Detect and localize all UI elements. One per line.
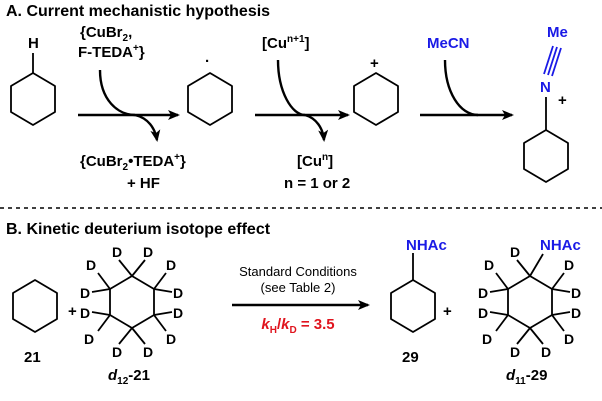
curved-arrow-out-2 xyxy=(304,113,329,142)
cyclohexyl-radical-ring xyxy=(187,72,233,126)
deuterium-3: D xyxy=(166,257,176,273)
d11-deuterium-3: D xyxy=(571,285,581,301)
d12-cyclohexane xyxy=(91,259,173,345)
curved-arrow-in-3 xyxy=(443,59,479,117)
condition-line-1: Standard Conditions xyxy=(239,264,357,279)
hydrogen-atom: H xyxy=(28,35,39,52)
nhac-group-29: NHAc xyxy=(406,237,447,254)
deuterium-9: D xyxy=(84,331,94,347)
compound-d12-21-label: d12-21 xyxy=(108,367,150,387)
cyclohexane-21-ring xyxy=(12,279,58,333)
d11-deuterium-1: D xyxy=(510,244,520,260)
d11-cyclohexane xyxy=(489,259,571,345)
deuterium-10: D xyxy=(80,305,90,321)
d11-deuterium-9: D xyxy=(478,305,488,321)
nitrilium-charge: + xyxy=(558,92,567,109)
deuterium-12: D xyxy=(86,257,96,273)
oxidant-cu: [Cun+1] xyxy=(262,34,310,52)
deuterium-11: D xyxy=(80,285,90,301)
n-values: n = 1 or 2 xyxy=(284,175,350,192)
deuterium-5: D xyxy=(173,305,183,321)
nhac-group-d11-29: NHAc xyxy=(540,237,581,254)
radical-dot: · xyxy=(205,53,210,70)
triple-bond-1 xyxy=(543,45,554,75)
curved-arrow-out-1 xyxy=(134,113,161,142)
d11-deuterium-8: D xyxy=(482,331,492,347)
section-a-title: A. Current mechanistic hypothesis xyxy=(6,3,270,20)
nucleophile-mecn: MeCN xyxy=(427,35,470,52)
deuterium-2: D xyxy=(143,244,153,260)
compound-d11-29-label: d11-29 xyxy=(506,367,547,387)
curved-arrow-in-2 xyxy=(276,59,306,117)
methyl-group: Me xyxy=(547,24,568,41)
cyclohexane-ring xyxy=(10,72,56,126)
compound-21-label: 21 xyxy=(24,349,41,366)
plus-sign-1: + xyxy=(68,303,77,320)
plus-sign-2: + xyxy=(443,303,452,320)
nitrogen-atom: N xyxy=(540,79,551,96)
d11-deuterium-4: D xyxy=(571,305,581,321)
d11-deuterium-5: D xyxy=(564,331,574,347)
kie-value: kH/kD = 3.5 xyxy=(261,316,334,336)
c-n-bond-d11 xyxy=(529,253,544,277)
condition-line-2: (see Table 2) xyxy=(261,280,336,295)
reagent-fteda: F-TEDA+} xyxy=(78,43,145,61)
deuterium-6: D xyxy=(166,331,176,347)
deuterium-7: D xyxy=(143,344,153,360)
cyclohexyl-cation-ring xyxy=(353,72,399,126)
cation-charge: + xyxy=(370,55,379,72)
deuterium-4: D xyxy=(173,285,183,301)
deuterium-8: D xyxy=(112,344,122,360)
d11-deuterium-7: D xyxy=(510,344,520,360)
triple-bond-2 xyxy=(547,46,558,76)
compound-29-label: 29 xyxy=(402,349,419,366)
d11-deuterium-10: D xyxy=(478,285,488,301)
byproduct-cubr2-teda: {CuBr2•TEDA+} xyxy=(80,152,186,173)
triple-bond-3 xyxy=(551,47,562,77)
d11-deuterium-6: D xyxy=(541,344,551,360)
reduced-cu: [Cun] xyxy=(297,152,333,170)
d11-deuterium-2: D xyxy=(564,257,574,273)
curved-arrow-in-1 xyxy=(98,69,136,117)
reagent-cubr2: {CuBr2, xyxy=(80,24,132,44)
d11-deuterium-11: D xyxy=(484,257,494,273)
deuterium-1: D xyxy=(112,244,122,260)
nitrilium-ring xyxy=(523,129,569,183)
compound-29-ring xyxy=(390,279,436,333)
byproduct-hf: + HF xyxy=(127,175,160,192)
section-b-title: B. Kinetic deuterium isotope effect xyxy=(6,221,271,238)
